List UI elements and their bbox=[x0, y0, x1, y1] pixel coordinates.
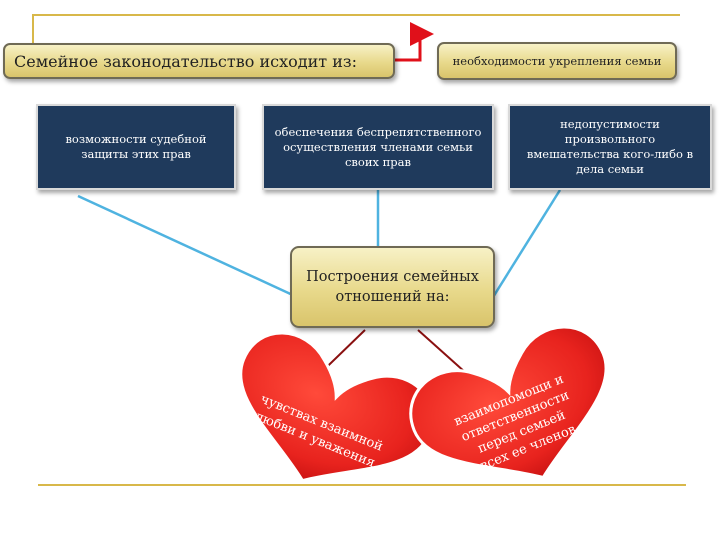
title-box: Семейное законодательство исходит из: bbox=[3, 43, 395, 79]
top-right-box: необходимости укрепления семьи bbox=[437, 42, 677, 80]
frame-top-line bbox=[32, 14, 680, 16]
frame-bottom-line bbox=[38, 484, 686, 486]
frame-left-line bbox=[32, 14, 34, 50]
center-node-box: Построения семейных отношений на: bbox=[290, 246, 495, 328]
top-right-text: необходимости укрепления семьи bbox=[452, 54, 662, 68]
connector-left-box-to-center bbox=[77, 194, 311, 305]
left-principle-box: возможности судебной защиты этих прав bbox=[36, 104, 236, 190]
title-text: Семейное законодательство исходит из: bbox=[14, 51, 357, 71]
center-principle-text: обеспечения беспрепятственного осуществл… bbox=[274, 124, 482, 169]
right-principle-text: недопустимости произвольного вмешательст… bbox=[526, 117, 694, 176]
connector-right-box-to-center bbox=[488, 189, 562, 303]
right-principle-box: недопустимости произвольного вмешательст… bbox=[508, 104, 712, 190]
right-heart bbox=[409, 325, 608, 480]
connector-title-to-top-right bbox=[395, 22, 434, 62]
center-principle-box: обеспечения беспрепятственного осуществл… bbox=[262, 104, 494, 190]
left-principle-text: возможности судебной защиты этих прав bbox=[65, 132, 207, 161]
center-node-text: Построения семейных отношений на: bbox=[306, 269, 479, 305]
